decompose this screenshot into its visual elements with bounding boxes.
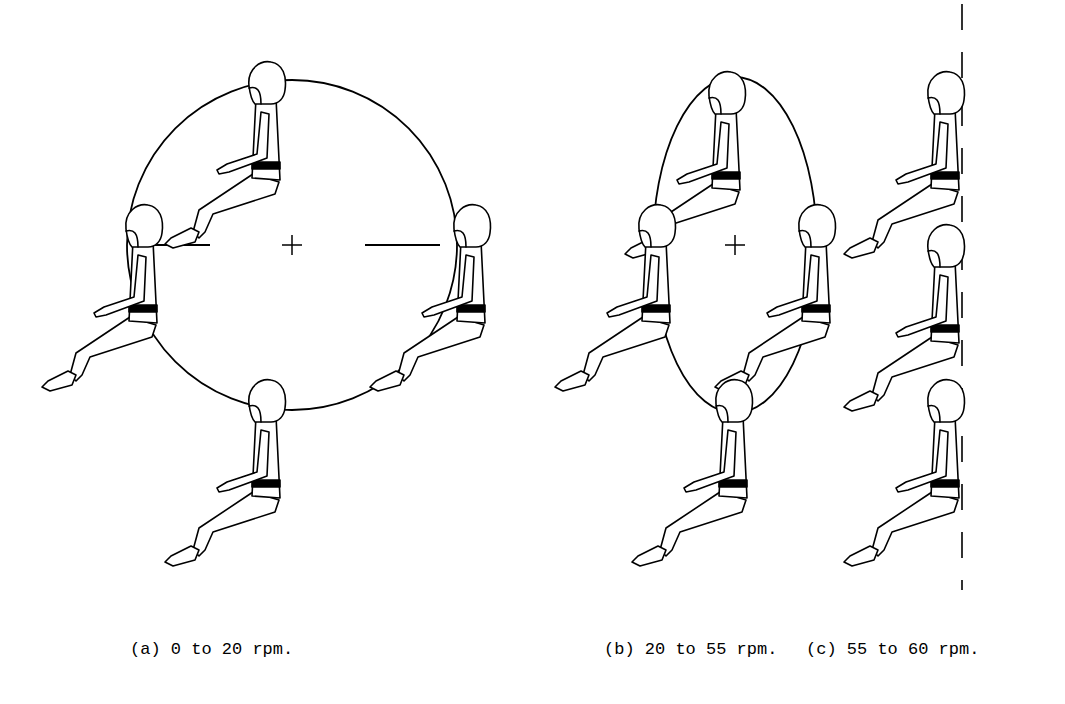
- center-cross: [291, 235, 293, 255]
- seated-figure: [165, 62, 285, 248]
- caption-label: (a) 0 to 20 rpm.: [130, 640, 293, 660]
- seated-figure: [370, 205, 490, 391]
- seated-figure: [632, 380, 752, 566]
- caption-label: (c) 55 to 60 rpm.: [806, 640, 979, 660]
- seated-figure: [844, 380, 964, 566]
- seated-figure: [555, 205, 675, 391]
- dash-line: [365, 244, 440, 246]
- seated-figure: [165, 380, 285, 566]
- caption-label: (b) 20 to 55 rpm.: [604, 640, 777, 660]
- seated-figure: [42, 205, 162, 391]
- center-cross: [734, 235, 736, 255]
- seated-figure: [715, 205, 835, 391]
